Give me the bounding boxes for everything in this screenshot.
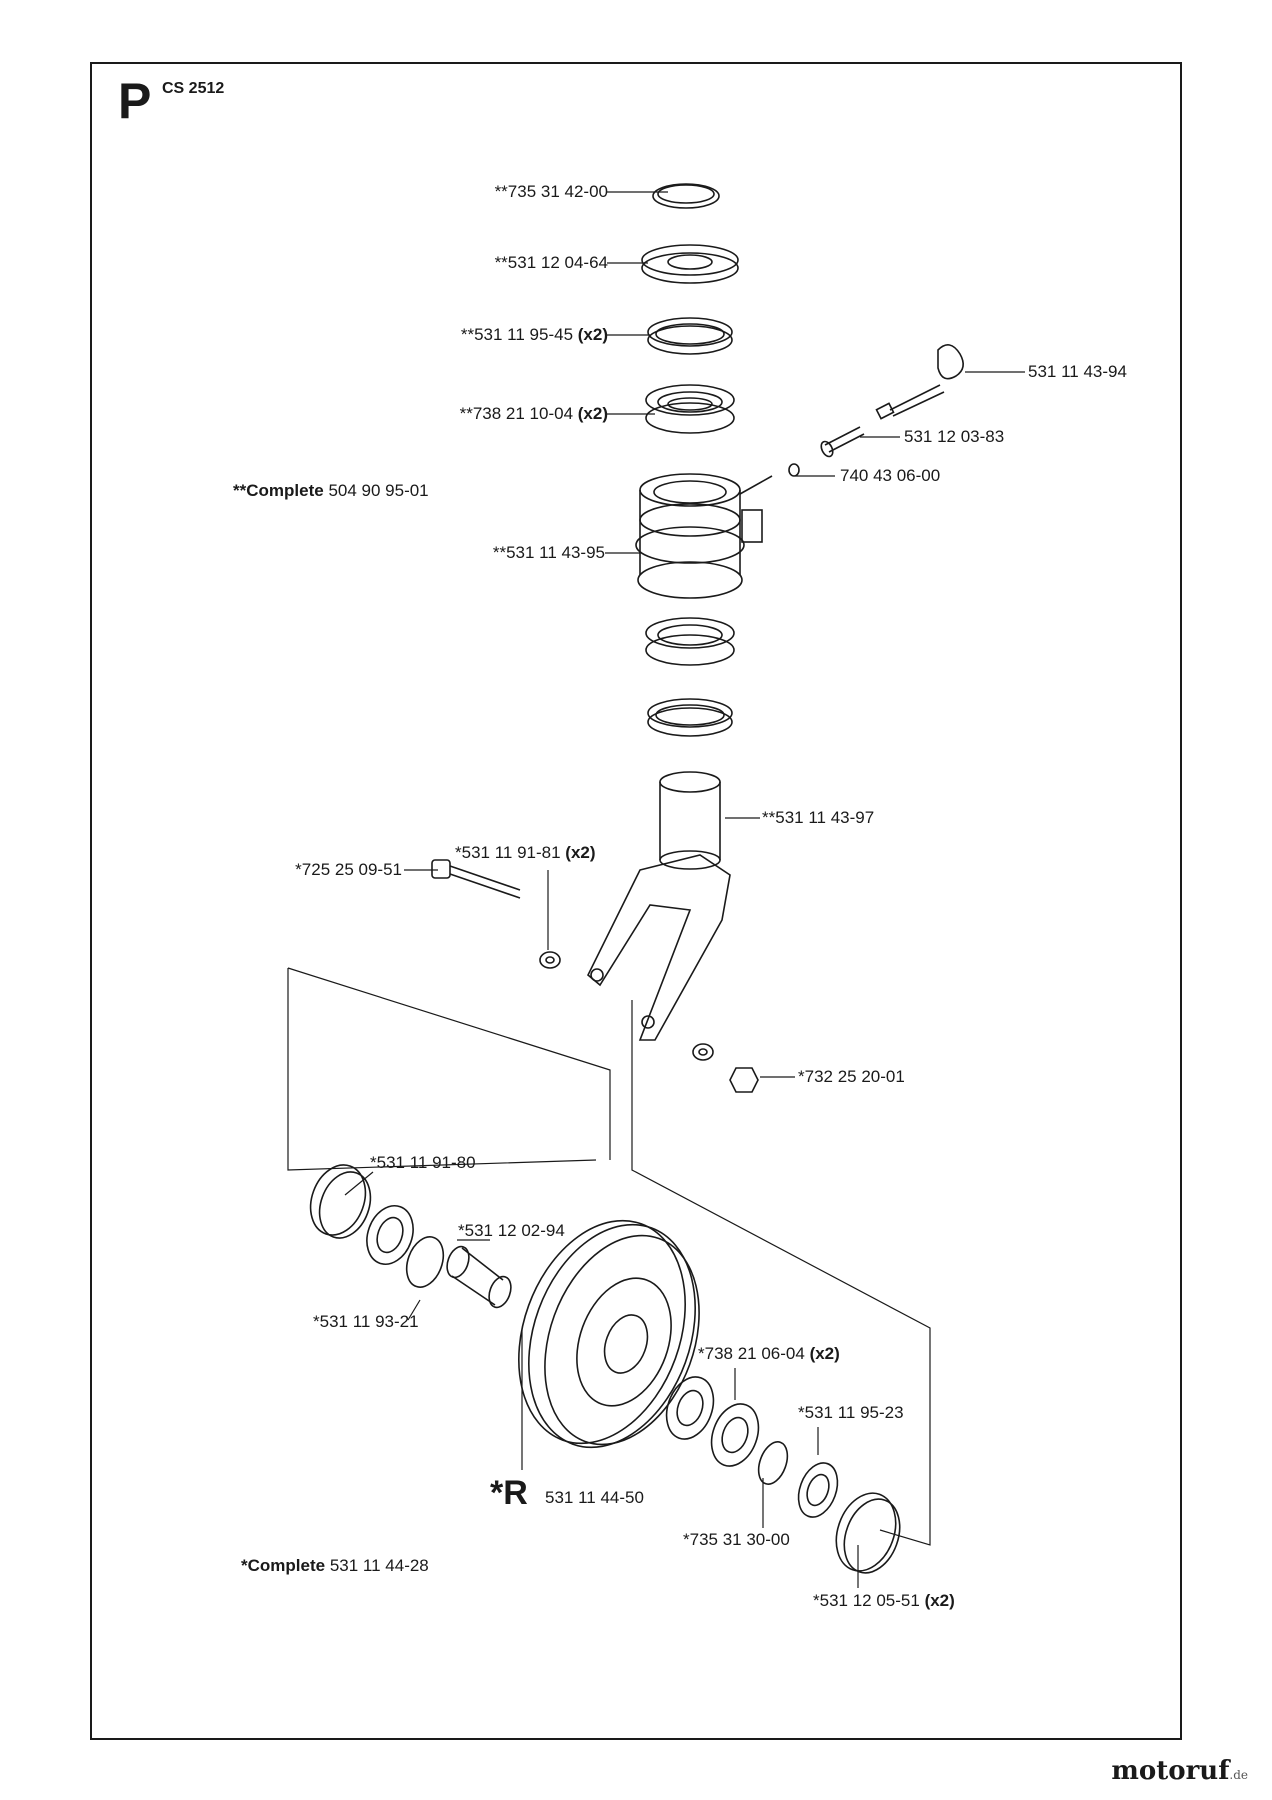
retaining-ring-right [757,1441,789,1485]
washer-right [692,1043,714,1061]
ball-bearing-upper [645,384,735,434]
hub-cap-left [309,1164,372,1239]
part-label: *531 11 95-23 [798,1403,904,1422]
circlip-top [652,183,720,209]
diagram-frame [90,62,1182,1740]
ball-bearing-lower [645,617,735,666]
part-label: *732 25 20-01 [798,1067,905,1086]
part-label: **531 11 43-95 [492,543,605,562]
part-label: *738 21 06-04 (x2) [698,1344,840,1363]
clamp-knob [875,344,964,420]
fork-stem [659,771,721,870]
part-label: *531 12 05-51 (x2) [813,1591,955,1610]
complete-assembly-upper: **Complete 504 90 95-01 [233,481,429,500]
part-label: **531 11 95-45 (x2) [460,325,608,344]
part-label: 531 12 03-83 [904,427,1005,446]
part-label: *725 25 09-51 [295,860,402,879]
complete-assembly-lower: *Complete 531 11 44-28 [241,1556,429,1575]
dust-cap [641,244,739,284]
part-label: **531 12 04-64 [494,253,608,272]
wheel-rim [518,1219,700,1449]
part-label: *735 31 30-00 [683,1530,790,1549]
pin-shaft [820,426,865,458]
lock-nut [729,1067,759,1093]
ball-bearing-wheel-1 [665,1376,715,1440]
retaining-ring-left [405,1236,445,1288]
part-label: 531 11 43-94 [1028,362,1127,381]
seal-left [366,1205,414,1265]
model-number: CS 2512 [162,80,225,97]
part-label: *531 12 02-94 [458,1221,565,1240]
part-label: 740 43 06-00 [840,466,941,485]
hub-cap-right [835,1492,901,1574]
washer-left [539,951,561,969]
watermark-logo: motoruf.de [1111,1756,1248,1786]
leader-lines [287,191,1025,1588]
part-label: **735 31 42-00 [494,182,608,201]
section-letter: P [118,73,152,129]
small-washer [788,463,800,477]
ball-bearing-wheel-2 [710,1403,760,1467]
part-label: *531 11 93-21 [313,1312,419,1331]
head-housing [635,473,773,599]
part-label: **531 11 43-97 [762,808,875,827]
wheel-part-number: 531 11 44-50 [545,1488,644,1507]
spacer-sleeve [446,1245,512,1309]
bearing-race-upper [647,317,733,355]
wheel-fork [587,854,731,1041]
wheel-reference-symbol: *R [490,1474,528,1512]
part-label: *531 11 91-81 (x2) [455,843,596,862]
axle-bolt [431,859,521,899]
seal-right [797,1462,839,1518]
part-label: **738 21 10-04 (x2) [459,404,608,423]
part-label: *531 11 91-80 [370,1153,476,1172]
bearing-race-lower [647,698,733,737]
